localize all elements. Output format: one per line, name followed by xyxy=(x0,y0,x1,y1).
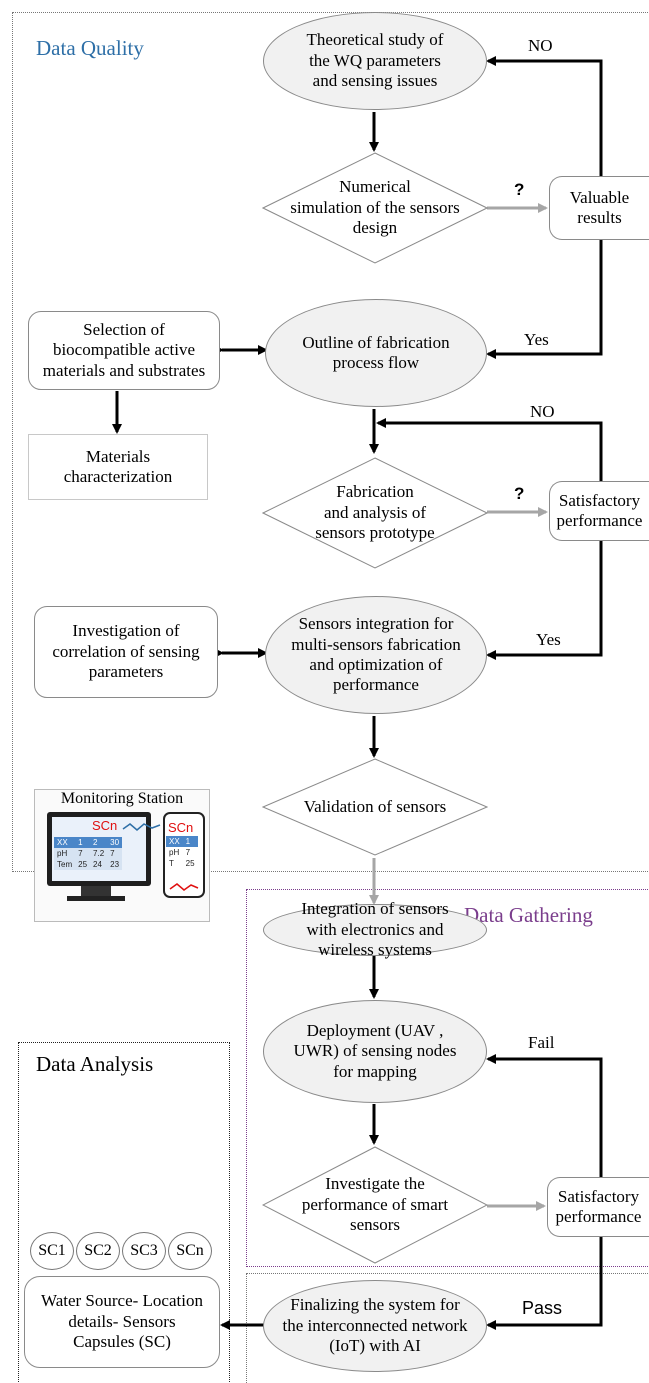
node-satisfactory-performance-1: Satisfactory performance xyxy=(549,481,649,541)
diamond-shape xyxy=(262,758,488,856)
data-analysis-title: Data Analysis xyxy=(36,1052,154,1076)
capsule-sc3: SC3 xyxy=(122,1232,166,1270)
node-deployment: Deployment (UAV , UWR) of sensing nodes … xyxy=(263,1000,487,1103)
label-question-1: ? xyxy=(514,180,525,199)
capsule-scn: SCn xyxy=(168,1232,212,1270)
node-theoretical-study: Theoretical study of the WQ parameters a… xyxy=(263,12,487,110)
screen-scn-tag: SCn xyxy=(92,818,118,833)
node-fabrication-analysis: Fabrication and analysis of sensors prot… xyxy=(262,457,488,569)
data-quality-title: Data Quality xyxy=(36,36,144,60)
capsule-sc2: SC2 xyxy=(76,1232,120,1270)
label-no-1: NO xyxy=(528,36,553,55)
node-sensors-integration: Sensors integration for multi-sensors fa… xyxy=(265,596,487,714)
capsule-sc1: SC1 xyxy=(30,1232,74,1270)
node-water-source-text: Water Source- Location details- Sensors … xyxy=(41,1291,203,1352)
node-investigation-correlation: Investigation of correlation of sensing … xyxy=(34,606,218,698)
monitor-stand-base xyxy=(67,896,125,901)
label-pass: Pass xyxy=(522,1298,563,1318)
node-valuable-results: Valuable results xyxy=(549,176,649,240)
node-materials-characterization-text: Materials characterization xyxy=(63,446,173,486)
node-validation-sensors-text: Validation of sensors xyxy=(303,796,447,816)
label-yes-1: Yes xyxy=(524,330,549,349)
node-deployment-text: Deployment (UAV , UWR) of sensing nodes … xyxy=(293,1020,457,1081)
phone-scn-tag: SCn xyxy=(168,820,194,835)
node-theoretical-study-text: Theoretical study of the WQ parameters a… xyxy=(306,30,444,91)
node-outline-fabrication: Outline of fabrication process flow xyxy=(265,299,487,407)
data-quality-section xyxy=(12,12,649,872)
node-water-source: Water Source- Location details- Sensors … xyxy=(24,1276,220,1368)
node-investigation-correlation-text: Investigation of correlation of sensing … xyxy=(52,621,200,682)
node-validation-sensors: Validation of sensors xyxy=(262,758,488,856)
bottom-section xyxy=(246,1273,649,1383)
data-gathering-title: Data Gathering xyxy=(464,903,593,927)
monitor-stand xyxy=(81,886,111,896)
diamond-shape xyxy=(262,152,488,264)
node-numerical-simulation-text: Numerical simulation of the sensors desi… xyxy=(290,177,460,238)
node-satisfactory-performance-2: Satisfactory performance xyxy=(547,1177,649,1237)
node-finalizing-system: Finalizing the system for the interconne… xyxy=(263,1280,487,1372)
monitoring-station-title: Monitoring Station xyxy=(60,790,184,807)
label-question-2: ? xyxy=(514,484,525,503)
node-selection-materials: Selection of biocompatible active materi… xyxy=(28,311,220,390)
node-materials-characterization: Materials characterization xyxy=(28,434,208,500)
node-finalizing-system-text: Finalizing the system for the interconne… xyxy=(282,1295,468,1356)
node-selection-materials-text: Selection of biocompatible active materi… xyxy=(42,319,206,380)
node-outline-fabrication-text: Outline of fabrication process flow xyxy=(302,332,450,372)
node-fabrication-analysis-text: Fabrication and analysis of sensors prot… xyxy=(315,482,435,543)
data-analysis-section xyxy=(18,1042,230,1382)
node-numerical-simulation: Numerical simulation of the sensors desi… xyxy=(262,152,488,264)
node-investigate-performance: Investigate the performance of smart sen… xyxy=(262,1146,488,1264)
node-valuable-results-text: Valuable results xyxy=(569,187,630,227)
screen-trend-icon xyxy=(122,823,161,831)
diamond-shape xyxy=(262,457,488,569)
label-yes-2: Yes xyxy=(536,630,561,649)
node-satisfactory-performance-2-text: Satisfactory performance xyxy=(555,1186,642,1226)
node-integration-electronics-text: Integration of sensors with electronics … xyxy=(301,899,449,960)
node-integration-electronics: Integration of sensors with electronics … xyxy=(263,899,487,959)
label-no-2: NO xyxy=(530,402,555,421)
phone-trend-icon xyxy=(169,883,199,891)
node-sensors-integration-text: Sensors integration for multi-sensors fa… xyxy=(291,614,461,695)
data-gathering-section xyxy=(246,889,649,1267)
node-investigate-performance-text: Investigate the performance of smart sen… xyxy=(301,1174,449,1235)
node-satisfactory-performance-1-text: Satisfactory performance xyxy=(556,490,643,530)
label-fail: Fail xyxy=(528,1033,555,1052)
diamond-shape xyxy=(262,1146,488,1264)
